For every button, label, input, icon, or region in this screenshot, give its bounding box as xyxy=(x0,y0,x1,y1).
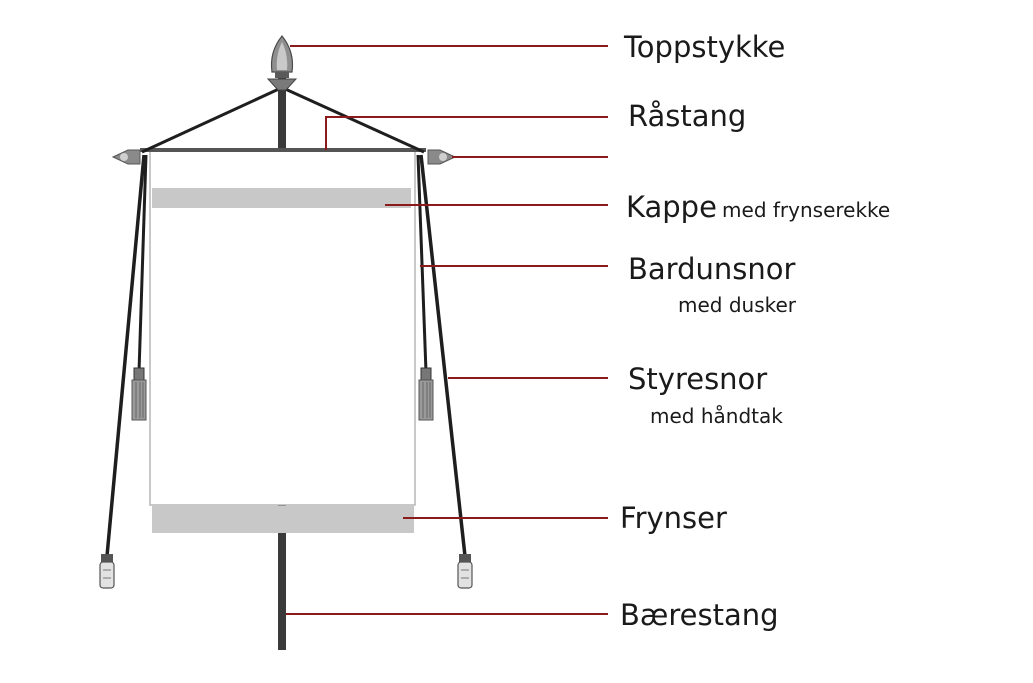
styresnor-left xyxy=(105,154,146,557)
right-handle-icon xyxy=(457,554,473,589)
kappe-fringe-band xyxy=(152,188,411,208)
label-frynser: Frynser xyxy=(620,501,727,535)
right-finial-icon xyxy=(427,149,457,165)
leader-rastang xyxy=(325,116,608,150)
label-styresnor-sub: med håndtak xyxy=(650,404,783,428)
bottom-fringe xyxy=(152,506,414,533)
label-rastang: Råstang xyxy=(628,99,747,133)
guy-cord-right-top xyxy=(282,86,425,154)
top-piece-icon xyxy=(266,35,298,91)
bardunsnor-right xyxy=(416,154,428,373)
styresnor-right xyxy=(419,154,467,557)
label-kappe-sub: med frynserekke xyxy=(722,198,891,222)
left-finial-icon xyxy=(111,149,141,165)
crossbar xyxy=(140,148,426,152)
guy-cord-left-top xyxy=(141,86,282,154)
label-kappe: Kappe xyxy=(626,190,717,224)
label-bardunsnor: Bardunsnor xyxy=(628,252,796,286)
bardunsnor-left xyxy=(137,154,148,373)
left-tassel-icon xyxy=(131,367,147,421)
label-bardunsnor-sub: med dusker xyxy=(678,293,797,317)
label-styresnor: Styresnor xyxy=(628,362,768,396)
left-handle-icon xyxy=(99,554,115,589)
right-tassel-icon xyxy=(418,367,434,421)
label-kappe-row: Kappe med frynserekke xyxy=(626,190,890,224)
label-toppstykke: Toppstykke xyxy=(624,30,786,64)
label-baerestang: Bærestang xyxy=(620,598,779,632)
banner-cloth xyxy=(149,149,416,506)
